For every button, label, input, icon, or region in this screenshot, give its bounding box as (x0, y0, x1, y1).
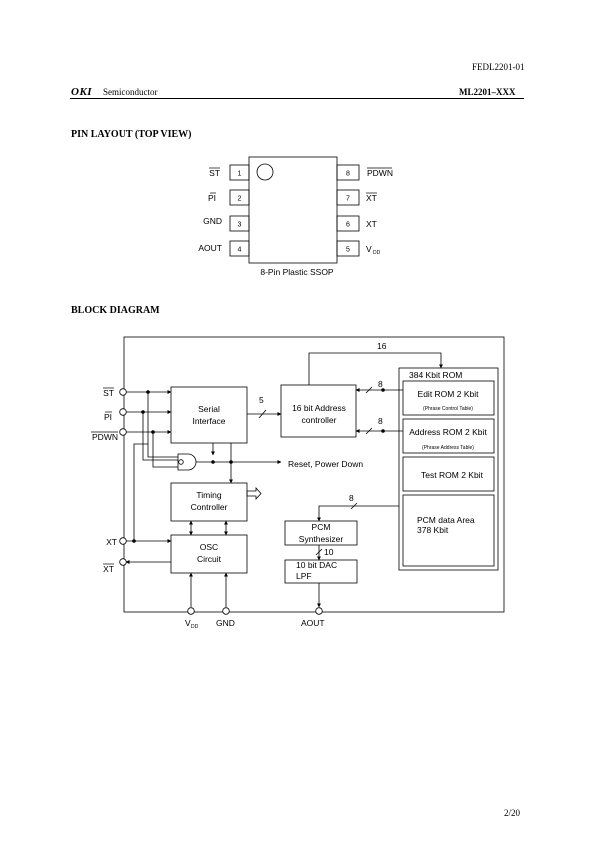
page-number: 2/20 (504, 808, 521, 818)
pin-3-name: GND (203, 216, 222, 226)
xt-input-label: XT (106, 537, 117, 547)
package-body (248, 156, 338, 264)
pin-1-name: ST (209, 168, 220, 178)
header-division: Semiconductor (103, 87, 158, 97)
header-rule (70, 98, 524, 99)
reset-power-down-label: Reset, Power Down (288, 459, 363, 469)
pin-2-name: PI (208, 193, 216, 203)
xt-pin-marker (119, 537, 127, 545)
bus-5-label: 5 (259, 395, 264, 405)
pin-6-number: 6 (346, 222, 350, 229)
pcm-label-1: PCM (312, 522, 331, 532)
bus-10-label: 10 (324, 547, 334, 557)
gnd-pin-marker (222, 607, 230, 615)
pin1-marker (256, 163, 274, 181)
pin-6-box (336, 215, 360, 232)
and-gate (177, 453, 197, 471)
pin-2-box (229, 189, 250, 206)
package-caption: 8-Pin Plastic SSOP (260, 267, 334, 277)
osc-circuit-block (170, 534, 248, 574)
pin-7-name: XT (366, 193, 377, 203)
vdd-label: V (185, 618, 191, 628)
pcm-synthesizer-block (284, 520, 358, 546)
pin-4-number: 4 (238, 247, 242, 254)
serial-label-2: Interface (192, 416, 225, 426)
edit-rom-block (402, 380, 495, 416)
doc-code: FEDL2201-01 (472, 62, 525, 72)
pin-4-name: AOUT (198, 243, 222, 253)
pin-5-subscript: DD (373, 250, 381, 256)
st-pin-marker (119, 388, 127, 396)
timing-output-arrow (246, 486, 262, 501)
pin-8-box (336, 164, 360, 181)
pcm-area-label-1: PCM data Area (417, 515, 475, 525)
pin-5-number: 5 (346, 247, 350, 254)
bus-8-pcm-label: 8 (349, 493, 354, 503)
xt-bar-pin-marker (119, 558, 127, 566)
pdwn-input-label: PDWN (92, 432, 118, 442)
address-label-1: 16 bit Address (292, 403, 346, 413)
test-rom-block (402, 456, 495, 492)
dac-lpf-block (284, 559, 358, 584)
pin-5-box (336, 240, 360, 257)
address-rom-note: (Phrase Address Table) (422, 445, 474, 451)
edit-rom-note: (Phrase Control Table) (423, 406, 473, 412)
pin-4-box (229, 240, 250, 257)
pin-5-name: V (366, 244, 372, 254)
pcm-data-area-block (402, 494, 495, 567)
pi-input-label: PI (104, 412, 112, 422)
aout-pin-marker (315, 607, 323, 615)
timing-label-1: Timing (196, 490, 221, 500)
gnd-label: GND (216, 618, 235, 628)
st-input-label: ST (103, 388, 114, 398)
bus-8-address-label: 8 (378, 416, 383, 426)
timing-label-2: Controller (191, 502, 228, 512)
dac-label-2: LPF (296, 571, 312, 581)
pin-7-box (336, 189, 360, 206)
pin-6-name: XT (366, 219, 377, 229)
pin-3-number: 3 (238, 222, 242, 229)
chip-boundary (123, 336, 505, 613)
pin-1-box (229, 164, 250, 181)
aout-label: AOUT (301, 618, 325, 628)
pcm-label-2: Synthesizer (299, 534, 344, 544)
test-rom-label: Test ROM 2 Kbit (421, 470, 484, 480)
rom-outer-block (398, 367, 499, 571)
pin-1-number: 1 (238, 171, 242, 178)
pin-7-number: 7 (346, 196, 350, 203)
pin-2-number: 2 (238, 196, 242, 203)
serial-interface-block (170, 386, 248, 444)
header-part-number: ML2201–XXX (459, 87, 516, 97)
xt-bar-output-label: XT (103, 564, 114, 574)
pin-3-box (229, 215, 250, 232)
bus-8-edit-label: 8 (378, 379, 383, 389)
serial-label-1: Serial (198, 404, 220, 414)
address-rom-block (402, 418, 495, 454)
vdd-pin-marker (187, 607, 195, 615)
pdwn-pin-marker (119, 428, 127, 436)
rom-title: 384 Kbit ROM (409, 370, 462, 380)
pin-layout-heading: PIN LAYOUT (TOP VIEW) (71, 129, 192, 140)
vdd-subscript: DD (191, 624, 199, 630)
pi-pin-marker (119, 408, 127, 416)
address-rom-label: Address ROM 2 Kbit (409, 427, 487, 437)
pcm-area-label-2: 378 Kbit (417, 525, 449, 535)
pin-8-number: 8 (346, 171, 350, 178)
osc-label-2: Circuit (197, 554, 222, 564)
edit-rom-label: Edit ROM 2 Kbit (418, 389, 480, 399)
pin-8-name: PDWN (367, 168, 393, 178)
block-diagram-heading: BLOCK DIAGRAM (71, 305, 160, 316)
address-label-2: controller (302, 415, 337, 425)
dac-label-1: 10 bit DAC (296, 560, 337, 570)
bus-16-label: 16 (377, 341, 387, 351)
oki-logo: OKI (71, 86, 93, 98)
timing-controller-block (170, 482, 248, 522)
osc-label-1: OSC (200, 542, 218, 552)
address-controller-block (280, 384, 357, 438)
